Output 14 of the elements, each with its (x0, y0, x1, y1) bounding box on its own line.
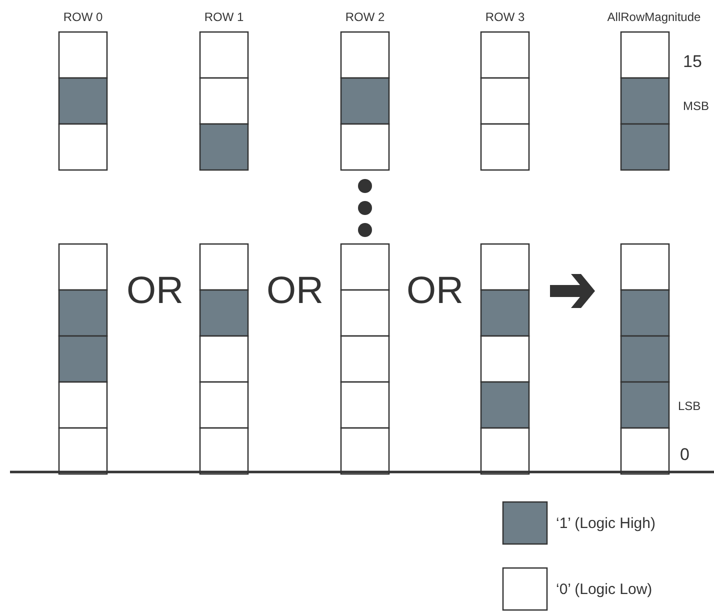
operator-label: OR (266, 272, 324, 310)
column-heading: ROW 3 (485, 11, 525, 23)
bit-marker: MSB (683, 100, 710, 112)
legend-label: ‘1’ (Logic High) (556, 516, 656, 531)
column-heading: ROW 1 (204, 11, 244, 23)
bit-marker: LSB (678, 400, 701, 412)
legend-label: ‘0’ (Logic Low) (556, 582, 652, 597)
bit-number: 15 (683, 53, 702, 70)
bit-number: 0 (680, 446, 690, 463)
operator-label: OR (126, 272, 184, 310)
operator-label: OR (406, 272, 464, 310)
column-heading: AllRowMagnitude (607, 11, 701, 23)
column-heading: ROW 2 (345, 11, 385, 23)
column-heading: ROW 0 (63, 11, 103, 23)
